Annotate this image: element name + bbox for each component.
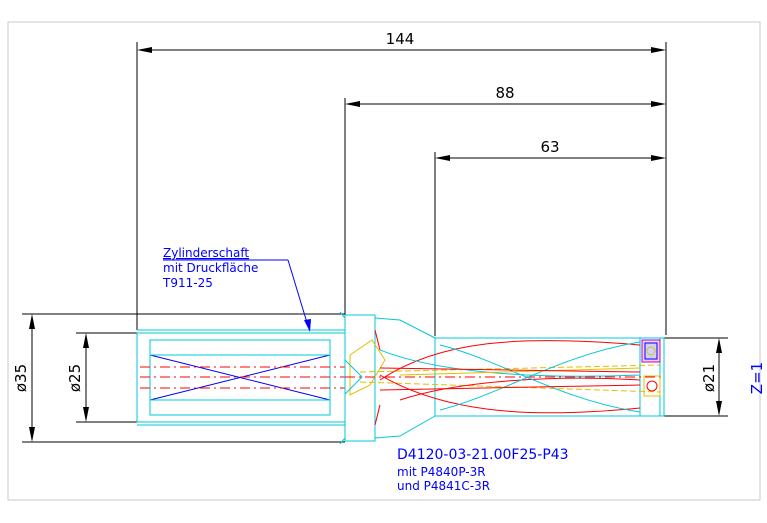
dimension-88-text: 88 bbox=[495, 84, 514, 102]
part-number-text: D4120-03-21.00F25-P43 bbox=[397, 447, 569, 463]
teeth-count-text: Z=1 bbox=[748, 362, 766, 394]
annotation-line1: Zylinderschaft bbox=[163, 246, 249, 260]
dimension-overall-length: 144 bbox=[136, 30, 667, 335]
annotation-line2: mit Druckfläche bbox=[163, 261, 258, 275]
collar bbox=[339, 311, 436, 445]
insert-spec-line2: und P4841C-3R bbox=[397, 479, 490, 493]
part-designation: D4120-03-21.00F25-P43 mit P4840P-3R und … bbox=[397, 447, 569, 493]
dimension-body-length: 88 bbox=[344, 84, 666, 318]
dimension-d21-text: ø21 bbox=[700, 364, 718, 392]
insert-central bbox=[643, 375, 661, 397]
dimension-d25-text: ø25 bbox=[66, 364, 84, 392]
dimension-shank-outer-diameter: ø35 bbox=[12, 313, 345, 443]
shank-annotation: Zylinderschaft mit Druckfläche T911-25 bbox=[162, 246, 311, 332]
dimension-144-text: 144 bbox=[386, 30, 415, 48]
flute-body bbox=[345, 337, 665, 417]
shank bbox=[136, 329, 346, 426]
dimension-drill-diameter: ø21 bbox=[664, 337, 728, 417]
annotation-line3: T911-25 bbox=[162, 276, 213, 290]
dimension-flute-length: 63 bbox=[434, 138, 666, 336]
dimension-d35-text: ø35 bbox=[12, 364, 30, 392]
dimension-63-text: 63 bbox=[540, 138, 559, 156]
drawing-frame bbox=[7, 21, 761, 501]
insert-spec-line1: mit P4840P-3R bbox=[397, 465, 486, 479]
insert-peripheral bbox=[641, 339, 661, 363]
